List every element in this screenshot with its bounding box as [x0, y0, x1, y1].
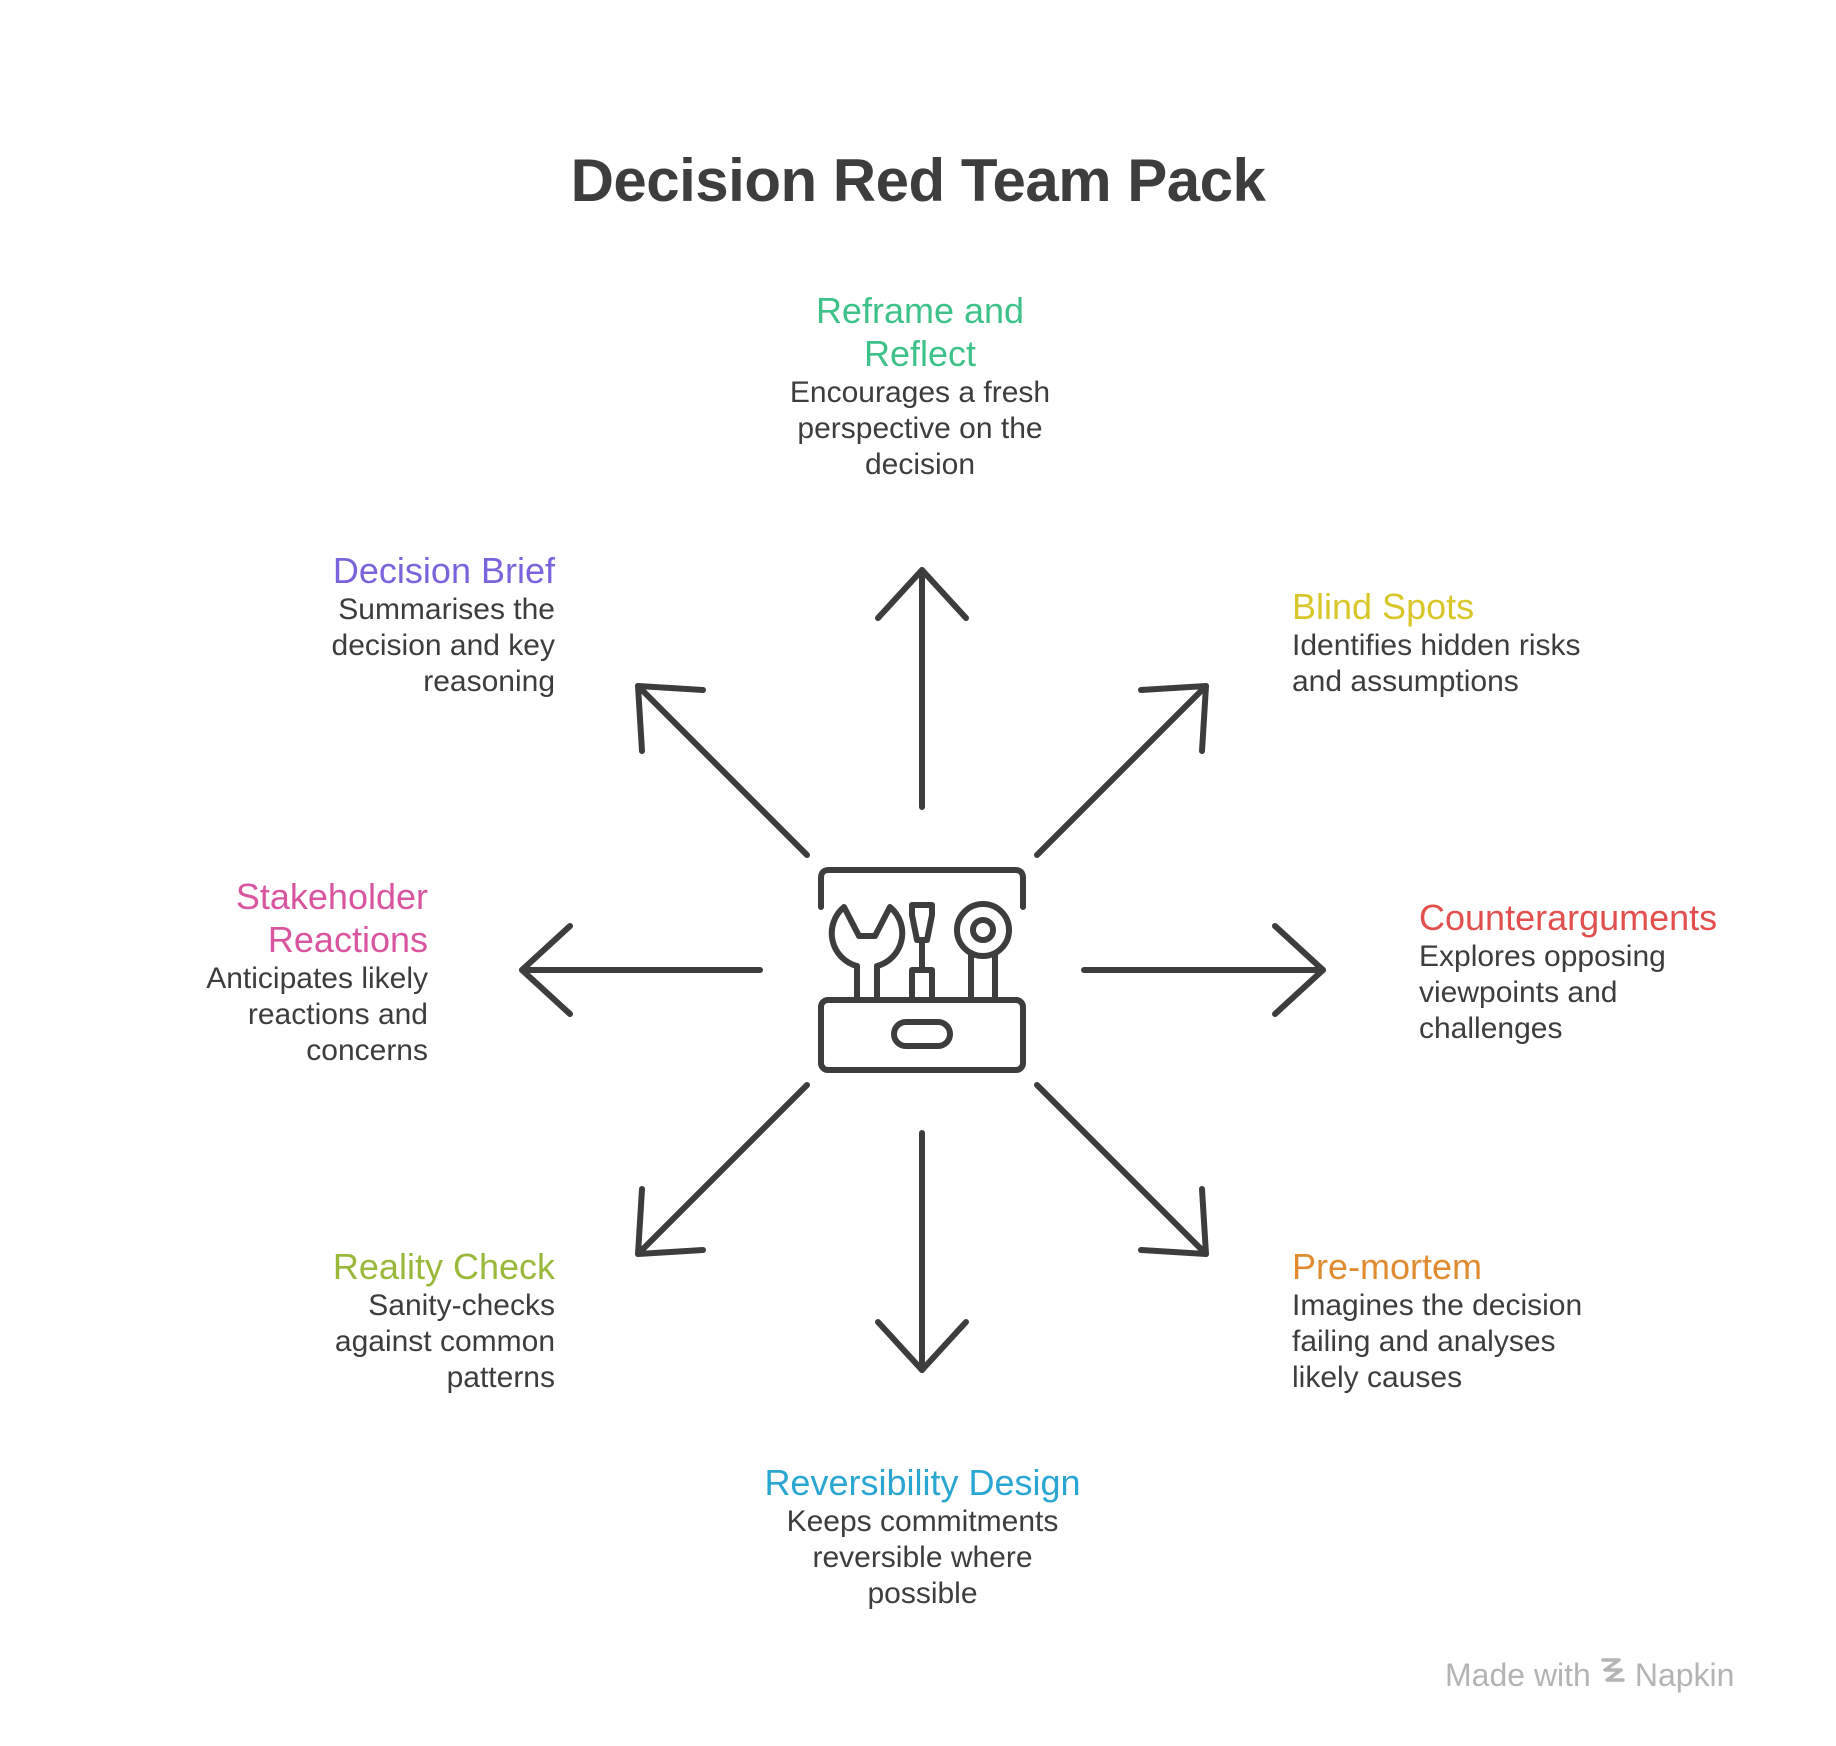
arrow-down-left [635, 1082, 810, 1257]
node-title: Counterarguments [1419, 897, 1718, 938]
node-title: Stakeholder Reactions [235, 876, 428, 960]
node-reframe-and-reflect: Reframe and Reflect Encourages a fresh p… [740, 289, 1100, 483]
node-description: Encourages a fresh perspective on the de… [789, 376, 1051, 481]
node-title: Blind Spots [1292, 586, 1475, 627]
node-pre-mortem: Pre-mortem Imagines the decision failing… [1292, 1245, 1672, 1396]
napkin-logo-icon [1599, 1654, 1627, 1696]
node-description: Keeps commitments reversible where possi… [786, 1505, 1059, 1610]
page-title: Decision Red Team Pack [570, 147, 1266, 214]
node-title: Pre-mortem [1292, 1246, 1483, 1287]
node-title: Reframe and Reflect [815, 290, 1025, 374]
arrow-right [1081, 923, 1326, 1017]
node-title: Decision Brief [332, 550, 555, 591]
node-reality-check: Reality Check Sanity-checks against comm… [250, 1245, 555, 1396]
arrow-left [519, 923, 763, 1017]
node-description: Imagines the decision failing and analys… [1292, 1289, 1583, 1394]
napkin-brand-name: Napkin [1634, 1656, 1735, 1693]
node-description: Identifies hidden risks and assumptions [1292, 629, 1581, 698]
node-description: Explores opposing viewpoints and challen… [1419, 940, 1666, 1045]
made-with-napkin-badge[interactable]: Made with Napkin [1445, 1654, 1734, 1696]
made-with-label: Made with [1445, 1656, 1591, 1693]
node-title: Reality Check [332, 1246, 555, 1287]
node-reversibility-design: Reversibility Design Keeps commitments r… [720, 1461, 1125, 1612]
arrow-down-right [1034, 1082, 1209, 1257]
node-decision-brief: Decision Brief Summarises the decision a… [250, 549, 555, 700]
node-blind-spots: Blind Spots Identifies hidden risks and … [1292, 585, 1672, 700]
toolbox-icon [818, 867, 1026, 1073]
node-description: Sanity-checks against common patterns [334, 1289, 555, 1394]
node-title: Reversibility Design [764, 1462, 1081, 1503]
node-description: Anticipates likely reactions and concern… [206, 962, 428, 1067]
arrow-up [875, 567, 969, 810]
arrow-up-left [635, 683, 810, 858]
node-description: Summarises the decision and key reasonin… [331, 593, 555, 698]
arrow-up-right [1034, 683, 1209, 858]
node-counterarguments: Counterarguments Explores opposing viewp… [1419, 896, 1749, 1047]
arrow-down [875, 1130, 969, 1373]
node-stakeholder-reactions: Stakeholder Reactions Anticipates likely… [150, 875, 428, 1069]
